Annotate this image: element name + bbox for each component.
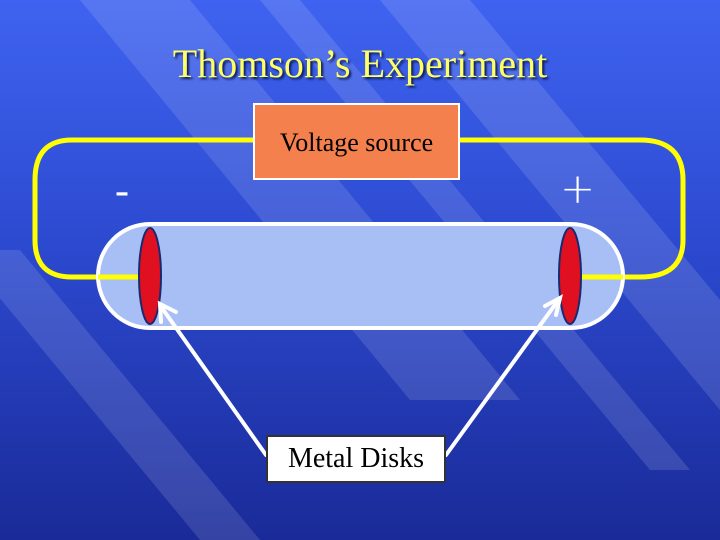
circuit-wire-right	[460, 137, 686, 280]
slide-title: Thomson’s Experiment	[172, 41, 548, 86]
anode-disk	[558, 227, 582, 325]
pointer-arrows	[157, 294, 563, 457]
voltage-source-label: Voltage source	[279, 128, 434, 157]
metal-disks-label: Metal Disks	[287, 443, 425, 474]
circuit-wire	[32, 137, 253, 280]
cathode-disk	[138, 227, 162, 325]
negative-terminal-sign: -	[115, 168, 129, 214]
metal-disks-label-box: Metal Disks	[266, 435, 446, 483]
positive-terminal-sign: +	[560, 164, 596, 213]
voltage-source-box: Voltage source	[253, 103, 460, 180]
